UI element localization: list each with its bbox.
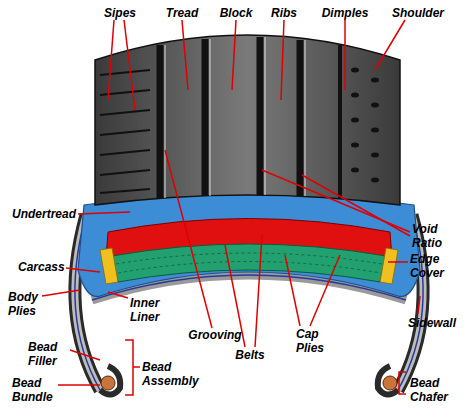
- leader-line: [255, 235, 262, 347]
- dimple: [351, 143, 359, 148]
- sipe: [100, 189, 150, 193]
- part-label: Dimples: [315, 6, 375, 20]
- leader-line: [133, 366, 140, 368]
- dimple: [371, 153, 379, 158]
- leader-line: [388, 261, 408, 263]
- part-label: Tread: [152, 6, 212, 20]
- part-label: Void Ratio: [412, 222, 452, 250]
- part-label: Carcass: [18, 260, 88, 274]
- right-bead-chafer: [378, 366, 398, 395]
- left-bead-chafer: [100, 366, 120, 395]
- part-label: Bead Filler: [28, 340, 72, 368]
- part-label: Shoulder: [388, 6, 448, 20]
- left-bead-bundle: [101, 376, 115, 390]
- leader-line: [310, 255, 340, 326]
- part-label: Grooving: [180, 328, 250, 342]
- part-label: Belts: [225, 348, 275, 362]
- right-bead-bundle: [383, 376, 397, 390]
- sipe: [100, 150, 150, 155]
- part-label: Sipes: [90, 6, 150, 20]
- leader-line: [418, 296, 420, 314]
- leader-line: [58, 384, 100, 386]
- sipe: [100, 170, 150, 175]
- part-label: Block: [206, 6, 266, 20]
- tread-groove: [257, 37, 264, 195]
- leader-line: [70, 350, 100, 360]
- leader-line: [42, 290, 80, 296]
- leader-line: [375, 20, 405, 70]
- leader-line: [182, 20, 188, 90]
- part-label: Ribs: [254, 6, 314, 20]
- dimple: [351, 168, 359, 173]
- leader-line: [78, 212, 130, 214]
- dimple: [371, 78, 379, 83]
- tread-groove: [297, 40, 304, 196]
- bracket: [399, 372, 406, 394]
- groove-highlight: [210, 39, 211, 196]
- cap-ply-band: [112, 244, 386, 282]
- part-label: Sidewall: [408, 316, 468, 330]
- left-edge-cover: [100, 248, 118, 284]
- sipe: [100, 70, 150, 75]
- part-label: Bead Bundle: [12, 376, 60, 404]
- dimple: [351, 68, 359, 73]
- tread-groove: [157, 45, 164, 198]
- leader-line: [108, 292, 128, 298]
- part-label: Body Plies: [8, 290, 48, 318]
- cap-ply-texture: [116, 253, 382, 264]
- leader-line: [302, 175, 410, 236]
- tread-body: [95, 35, 400, 205]
- sipes: [100, 70, 150, 193]
- tread-groove: [202, 39, 209, 196]
- groove-highlight: [305, 40, 306, 196]
- dimple: [351, 93, 359, 98]
- dimple: [371, 128, 379, 133]
- dimples: [351, 68, 379, 183]
- leader-lines: [42, 20, 420, 395]
- cap-ply-texture: [118, 262, 381, 274]
- leader-line: [124, 20, 135, 110]
- groove-highlight: [165, 45, 166, 198]
- part-label: Undertread: [12, 207, 92, 221]
- part-label: Inner Liner: [130, 296, 172, 324]
- part-label: Bead Assembly: [142, 360, 206, 388]
- sipe: [100, 130, 150, 135]
- tread-groove: [338, 45, 342, 198]
- leader-line: [165, 150, 212, 328]
- leader-line: [281, 20, 284, 100]
- bracket: [125, 340, 133, 395]
- part-label: Bead Chafer: [410, 376, 462, 404]
- dimple: [371, 103, 379, 108]
- leader-line: [66, 268, 100, 272]
- dimple: [371, 178, 379, 183]
- part-label: Edge Cover: [410, 252, 455, 280]
- leader-line: [285, 255, 300, 326]
- right-edge-cover: [380, 248, 398, 284]
- sipe: [100, 90, 150, 95]
- leader-line: [232, 20, 236, 90]
- sipe: [100, 110, 150, 115]
- undertread-band: [78, 193, 420, 297]
- leader-line: [108, 20, 114, 100]
- part-label: Cap Plies: [296, 327, 338, 355]
- leader-line: [344, 20, 346, 90]
- dimple: [351, 118, 359, 123]
